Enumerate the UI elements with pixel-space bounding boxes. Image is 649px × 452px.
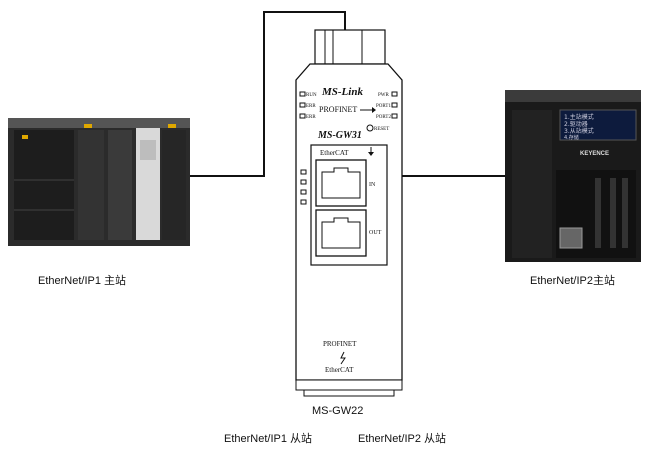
left-plc-image — [8, 118, 190, 246]
down-arrow-icon — [368, 147, 374, 156]
ethercat-label: EtherCAT — [320, 149, 349, 157]
gateway-model-label: MS-GW31 — [317, 130, 362, 141]
screen-line-1: 1.主站模式 — [564, 113, 594, 121]
led-group-right — [391, 91, 398, 119]
led-left-label-1: RUN — [306, 93, 317, 98]
reset-label: RESET — [374, 127, 389, 132]
led-left-label-2: ERR — [306, 104, 316, 109]
led-right-label-1: PWR — [378, 93, 390, 98]
left-device-caption: EtherNet/IP1 主站 — [38, 273, 126, 287]
bottom-profinet-label: PROFINET — [323, 340, 357, 348]
slave-label-2: EtherNet/IP2 从站 — [358, 431, 446, 445]
screen-line-2: 2.驱动器 — [564, 121, 588, 128]
led-group-left — [299, 91, 306, 119]
gateway-caption: MS-GW22 — [312, 405, 363, 417]
slave-label-1: EtherNet/IP1 从站 — [224, 431, 312, 445]
right-device-caption: EtherNet/IP2主站 — [530, 273, 615, 287]
right-arrow-icon — [360, 107, 376, 113]
bottom-ethercat-label: EtherCAT — [325, 366, 354, 374]
led-right-label-3: PORT2 — [376, 115, 391, 120]
screen-line-3: 3.从站模式 — [564, 127, 594, 135]
right-brand-logo: KEYENCE — [580, 151, 609, 157]
ethernet-port-in[interactable] — [315, 159, 367, 207]
gateway-brand: MS-Link — [321, 86, 363, 98]
led-right-label-2: PORT1 — [376, 104, 391, 109]
lightning-icon — [340, 351, 346, 365]
ethernet-port-out[interactable] — [315, 209, 367, 257]
screen-line-4: 4.存储 — [564, 134, 579, 141]
cable-left — [188, 11, 346, 177]
reset-button[interactable] — [366, 124, 374, 132]
led-left-label-3: ERR — [306, 115, 316, 120]
port-out-label: OUT — [369, 230, 382, 236]
port-in-label: IN — [369, 182, 376, 188]
right-plc-image — [505, 90, 641, 262]
side-led-column — [300, 169, 307, 205]
protocol-top-label: PROFINET — [319, 105, 357, 114]
